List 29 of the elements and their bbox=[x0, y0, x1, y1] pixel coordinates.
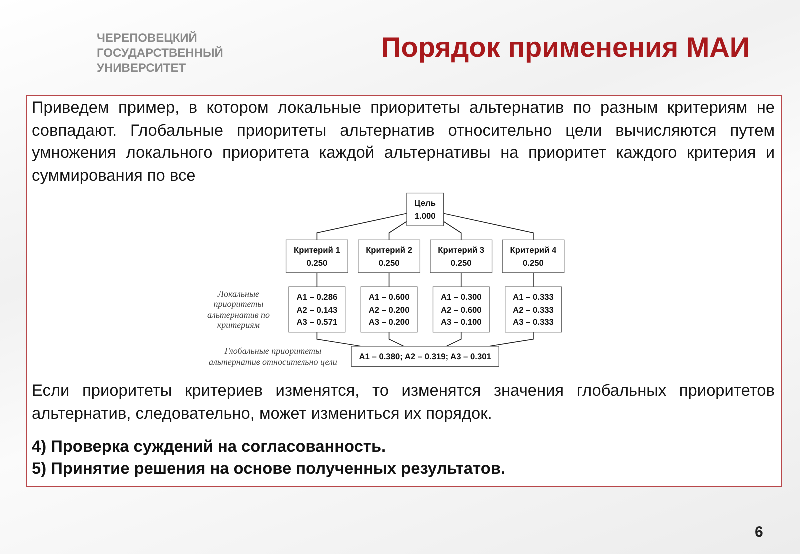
node-box: Цель 1.000 bbox=[406, 192, 444, 226]
node-box: A1 – 0.300 A2 – 0.600 A3 – 0.100 bbox=[432, 286, 490, 333]
list-item: 4) Проверка суждений на согласованность. bbox=[32, 437, 386, 458]
connector bbox=[388, 332, 404, 347]
paragraph: Приведем пример, в котором локальные приоритеты альтернатив по разным критериям не совпадают. Глобальные приоритеты альтернатив относительно цели вычисляются путем умножения локального приоритета каждой альтернативы на приоритет каждого критерия и суммирования по все bbox=[32, 98, 775, 186]
connector bbox=[460, 272, 462, 288]
connector bbox=[316, 213, 408, 241]
node-box: A1 – 0.600 A2 – 0.200 A3 – 0.200 bbox=[360, 286, 418, 333]
connector bbox=[388, 272, 390, 288]
slide-title: Порядок применения МАИ bbox=[380, 31, 750, 65]
connector bbox=[316, 272, 318, 288]
node-box: Критерий 4 0.250 bbox=[502, 240, 564, 274]
connector bbox=[442, 221, 462, 241]
node-box: Критерий 3 0.250 bbox=[430, 240, 492, 274]
annotation: Глобальные приоритеты альтернатив относительно цели bbox=[208, 346, 338, 368]
annotation: Локальные приоритеты альтернатив по критериям bbox=[206, 288, 271, 331]
page-number: 6 bbox=[755, 524, 764, 541]
paragraph: Если приоритеты критериев изменятся, то изменятся значения глобальных приоритетов альтернатив, следовательно, может измениться их порядок. bbox=[32, 381, 775, 424]
connector bbox=[388, 221, 408, 241]
node-box: A1 – 0.286 A2 – 0.143 A3 – 0.571 bbox=[288, 286, 346, 333]
university-name: ЧЕРЕПОВЕЦКИЙ ГОСУДАРСТВЕННЫЙ УНИВЕРСИТЕТ bbox=[97, 31, 224, 76]
connector bbox=[532, 272, 534, 288]
node-box: A1 – 0.380; A2 – 0.319; A3 – 0.301 bbox=[350, 346, 500, 368]
connector bbox=[442, 213, 534, 241]
node-box: A1 – 0.333 A2 – 0.333 A3 – 0.333 bbox=[504, 286, 562, 333]
list-item: 5) Принятие решения на основе полученных результатов. bbox=[32, 459, 506, 480]
node-box: Критерий 2 0.250 bbox=[358, 240, 420, 274]
node-box: Критерий 1 0.250 bbox=[286, 240, 348, 274]
connector bbox=[446, 332, 462, 347]
